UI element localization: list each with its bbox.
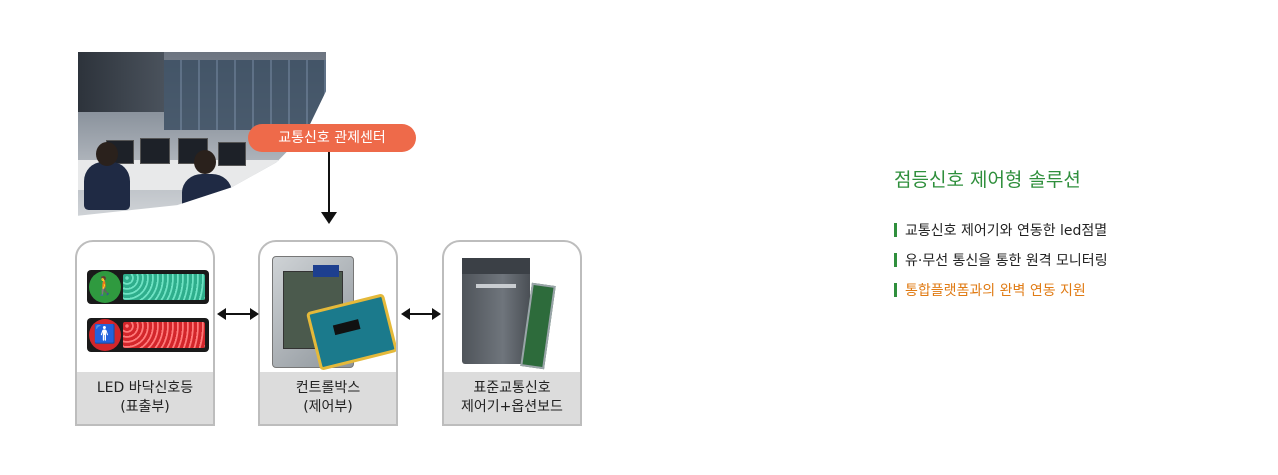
solution-title: 점등신호 제어형 솔루션 bbox=[894, 169, 1081, 191]
bullet-bar-icon bbox=[894, 283, 897, 297]
feature-text: 교통신호 제어기와 연동한 led점멸 bbox=[905, 223, 1108, 239]
control-center-label: 교통신호 관제센터 bbox=[248, 124, 416, 152]
control-box-card: 컨트롤박스 (제어부) bbox=[258, 240, 398, 426]
feature-item: 교통신호 제어기와 연동한 led점멸 bbox=[894, 220, 1107, 240]
caption-line2: 제어기+옵션보드 bbox=[461, 399, 563, 415]
standard-controller-card: 표준교통신호 제어기+옵션보드 bbox=[442, 240, 582, 426]
card-caption: 컨트롤박스 (제어부) bbox=[260, 372, 396, 424]
arrow-right-icon bbox=[432, 308, 441, 320]
led-floor-signal-card: 🚶 🚹 LED 바닥신호등 (표출부) bbox=[75, 240, 215, 426]
feature-text: 유·무선 통신을 통한 원격 모니터링 bbox=[905, 253, 1108, 269]
pedestrian-walk-icon: 🚶 bbox=[89, 271, 121, 303]
bullet-bar-icon bbox=[894, 253, 897, 267]
arrow-left-icon bbox=[217, 308, 226, 320]
caption-line2: (표출부) bbox=[120, 399, 170, 415]
red-led-panel: 🚹 bbox=[87, 318, 209, 352]
green-led-panel: 🚶 bbox=[87, 270, 209, 304]
caption-line1: 표준교통신호 bbox=[473, 380, 551, 396]
arrow-right-icon bbox=[250, 308, 259, 320]
card-caption: LED 바닥신호등 (표출부) bbox=[77, 372, 213, 424]
bullet-bar-icon bbox=[894, 223, 897, 237]
bidirectional-arrow-2 bbox=[408, 313, 434, 315]
bidirectional-arrow-1 bbox=[224, 313, 252, 315]
arrow-down-icon bbox=[321, 212, 337, 224]
feature-item: 유·무선 통신을 통한 원격 모니터링 bbox=[894, 250, 1108, 270]
card-caption: 표준교통신호 제어기+옵션보드 bbox=[444, 372, 580, 424]
down-arrow-line bbox=[328, 152, 330, 214]
caption-line1: LED 바닥신호등 bbox=[96, 380, 194, 396]
feature-item: 통합플랫폼과의 완벽 연동 지원 bbox=[894, 280, 1086, 300]
caption-line2: (제어부) bbox=[303, 399, 353, 415]
pedestrian-stop-icon: 🚹 bbox=[89, 319, 121, 351]
feature-text: 통합플랫폼과의 완벽 연동 지원 bbox=[905, 283, 1086, 299]
arrow-left-icon bbox=[401, 308, 410, 320]
caption-line1: 컨트롤박스 bbox=[295, 380, 361, 396]
controller-cabinet-image bbox=[462, 258, 530, 364]
